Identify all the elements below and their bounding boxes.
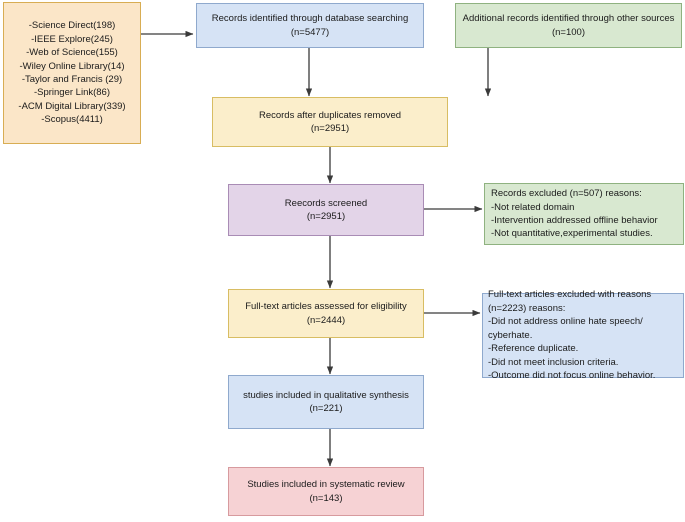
node-systematic-review-label: Studies included in systematic review (n… — [247, 479, 405, 504]
node-records-excluded-label: Records excluded (n=507) reasons: -Not r… — [491, 188, 658, 240]
node-systematic-review: Studies included in systematic review (n… — [228, 467, 424, 516]
node-records-identified-database: Records identified through database sear… — [196, 3, 424, 48]
node-additional-records-other-sources-label: Additional records identified through ot… — [462, 13, 675, 38]
node-search-sources-label: -Science Direct(198) -IEEE Explore(245) … — [18, 20, 126, 126]
node-records-identified-database-label: Records identified through database sear… — [211, 13, 409, 38]
node-search-sources: -Science Direct(198) -IEEE Explore(245) … — [3, 2, 141, 144]
node-fulltext-assessed-eligibility-label: Full-text articles assessed for eligibil… — [245, 301, 407, 326]
node-fulltext-excluded: Full-text articles excluded with reasons… — [482, 289, 684, 381]
node-additional-records-other-sources: Additional records identified through ot… — [455, 3, 682, 48]
node-fulltext-excluded-label: Full-text articles excluded with reasons… — [488, 289, 656, 382]
node-records-screened-label: Reecords screened (n=2951) — [284, 197, 368, 222]
node-fulltext-assessed-eligibility: Full-text articles assessed for eligibil… — [228, 289, 424, 338]
node-records-screened: Reecords screened (n=2951) — [228, 184, 424, 236]
node-records-after-duplicates-removed-label: Records after duplicates removed (n=2951… — [258, 109, 402, 134]
node-qualitative-synthesis: studies included in qualitative synthesi… — [228, 375, 424, 429]
node-records-excluded: Records excluded (n=507) reasons: -Not r… — [484, 183, 684, 245]
node-records-after-duplicates-removed: Records after duplicates removed (n=2951… — [212, 97, 448, 147]
node-qualitative-synthesis-label: studies included in qualitative synthesi… — [243, 389, 409, 414]
